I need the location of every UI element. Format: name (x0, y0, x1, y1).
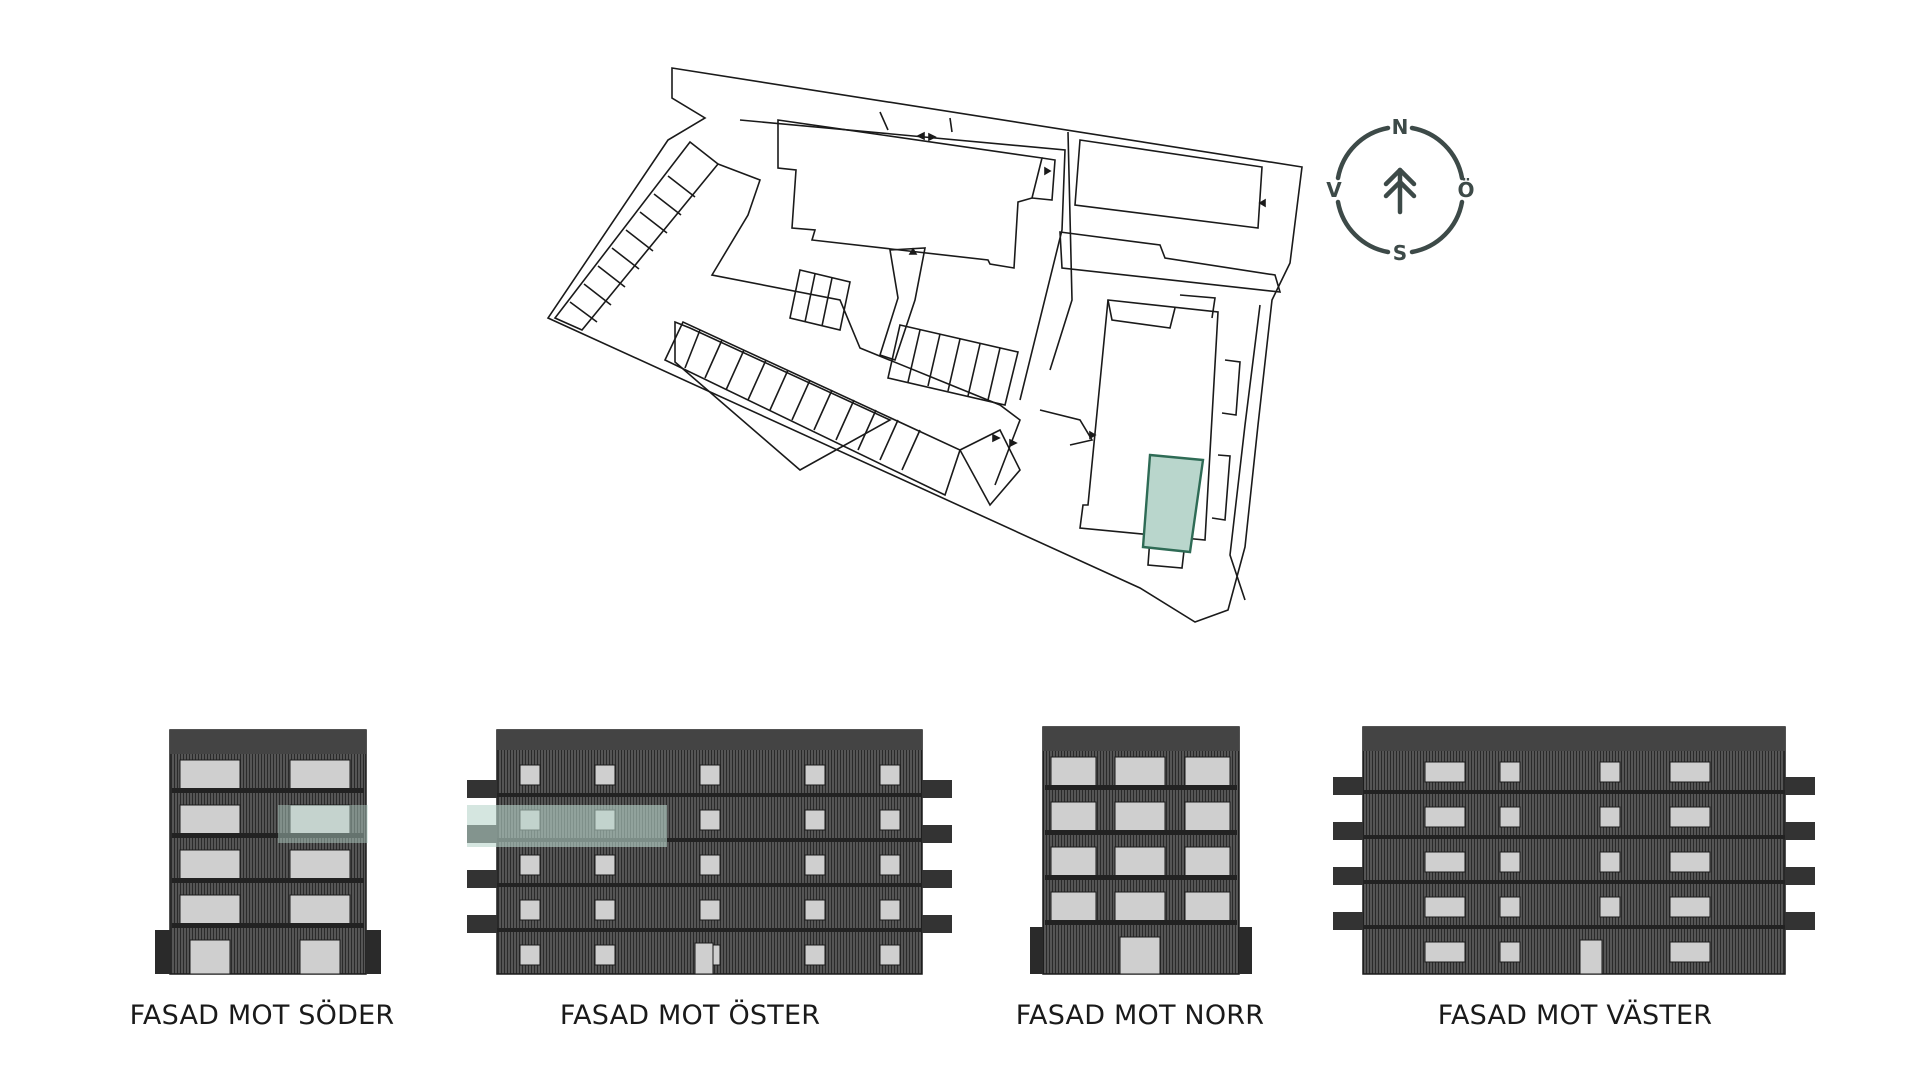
parking-south (663, 320, 1021, 507)
compass: N Ö S V (1320, 110, 1480, 274)
elevation-label-east: FASAD MOT ÖSTER (559, 1000, 821, 1031)
elevation-label-south: FASAD MOT SÖDER (129, 1000, 395, 1031)
elevation-west-drawing (1333, 726, 1815, 975)
site-plan (546, 67, 1303, 623)
site-boundary (546, 67, 1303, 623)
elevation-north-drawing (1030, 726, 1252, 975)
compass-west: V (1326, 178, 1342, 202)
compass-south: S (1393, 241, 1407, 265)
parking-west (553, 140, 720, 331)
compass-arrow-icon (1383, 167, 1417, 215)
elevation-label-north: FASAD MOT NORR (1015, 1000, 1265, 1031)
parking-middle (789, 247, 1019, 406)
elevation-east-drawing (467, 729, 952, 975)
elevation-label-west: FASAD MOT VÄSTER (1437, 1000, 1713, 1031)
compass-east: Ö (1457, 178, 1474, 202)
highlighted-apartment (1141, 453, 1205, 554)
elevation-south-drawing (155, 729, 381, 975)
building-south-east (1039, 294, 1261, 601)
compass-north: N (1392, 115, 1409, 139)
building-north (777, 111, 1056, 269)
building-north-east (1059, 139, 1282, 293)
